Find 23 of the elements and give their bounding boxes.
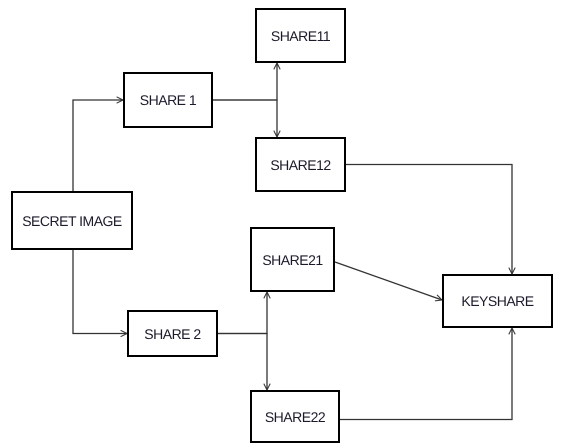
box-label: SHARE22 (264, 408, 326, 424)
box-label: KEYSHARE (461, 293, 534, 309)
arrow (340, 327, 516, 420)
arrow (72, 250, 128, 338)
box-label: SECRET IMAGE (22, 212, 122, 228)
process-box (123, 72, 213, 128)
process-box (127, 310, 218, 357)
process-box (250, 227, 335, 292)
box-label: SHARE 2 (144, 326, 201, 342)
box-label: SHARE 1 (140, 92, 196, 108)
arrow (346, 164, 516, 275)
process-box (255, 137, 346, 192)
process-box (255, 8, 346, 63)
arrow (213, 99, 281, 138)
box-label: SHARE12 (270, 156, 331, 172)
box-label: SHARE11 (270, 28, 330, 44)
process-box (250, 390, 340, 443)
arrow (72, 96, 124, 191)
arrow (218, 332, 271, 391)
process-box (11, 191, 133, 250)
box-label: SHARE21 (262, 252, 323, 268)
process-box (442, 274, 553, 328)
arrow (334, 261, 443, 302)
